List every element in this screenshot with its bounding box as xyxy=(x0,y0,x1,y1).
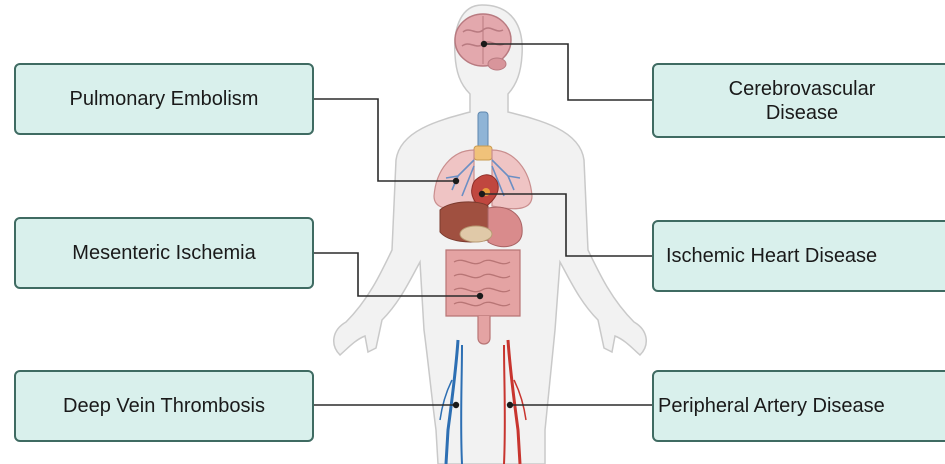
label-text: Deep Vein Thrombosis xyxy=(63,394,265,418)
label-text: Ischemic Heart Disease xyxy=(666,244,877,268)
label-text: Mesenteric Ischemia xyxy=(72,241,255,265)
label-deep-vein-thrombosis: Deep Vein Thrombosis xyxy=(14,370,314,442)
label-mesenteric-ischemia: Mesenteric Ischemia xyxy=(14,217,314,289)
label-text-line1: Cerebrovascular xyxy=(729,77,876,101)
label-text-line2: Disease xyxy=(729,101,876,125)
label-ischemic-heart-disease: Ischemic Heart Disease xyxy=(652,220,945,292)
label-text: Pulmonary Embolism xyxy=(70,87,259,111)
label-text: Peripheral Artery Disease xyxy=(658,394,885,418)
label-peripheral-artery-disease: Peripheral Artery Disease xyxy=(652,370,945,442)
label-pulmonary-embolism: Pulmonary Embolism xyxy=(14,63,314,135)
label-cerebrovascular-disease: Cerebrovascular Disease xyxy=(652,63,945,138)
